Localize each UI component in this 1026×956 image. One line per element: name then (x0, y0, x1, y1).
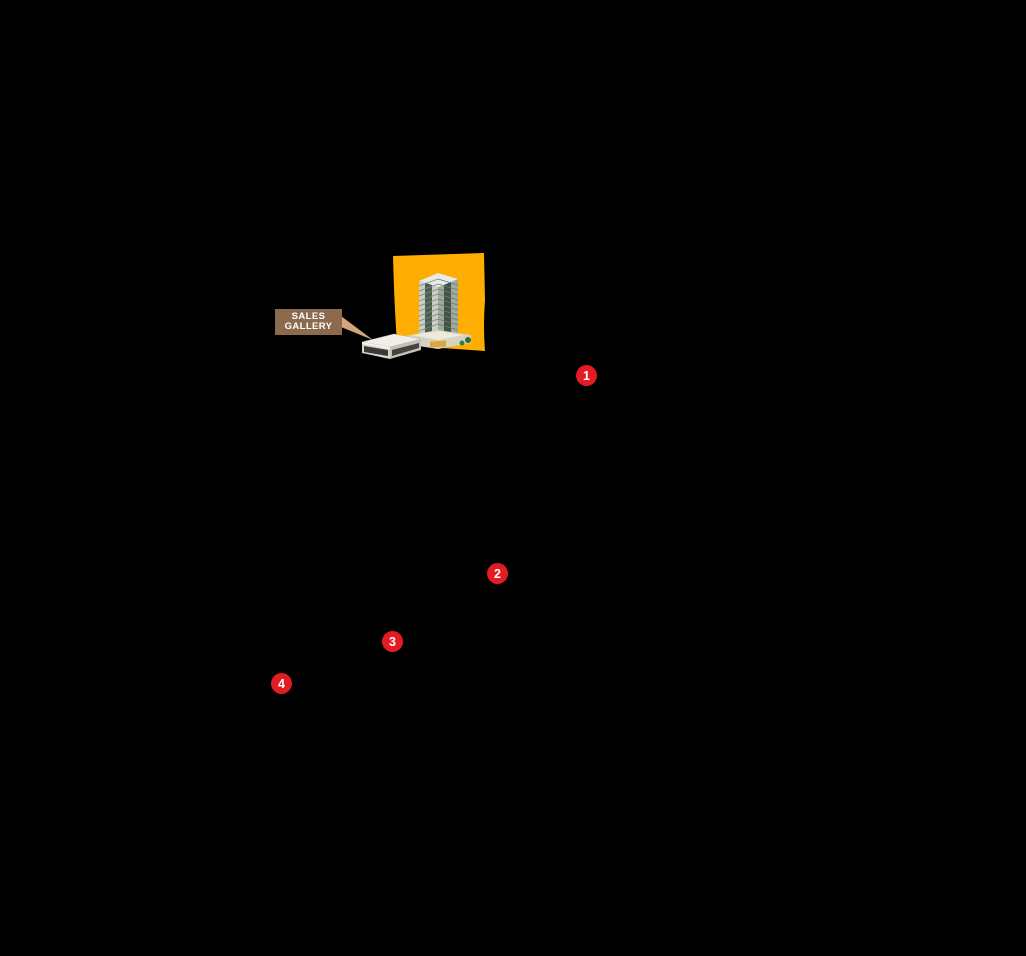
map-marker-3[interactable]: 3 (382, 631, 403, 652)
map-marker-4[interactable]: 4 (271, 673, 292, 694)
map-marker-1[interactable]: 1 (576, 365, 597, 386)
sales-gallery-building-illustration (361, 333, 422, 359)
marker-number: 3 (389, 634, 396, 649)
map-marker-2[interactable]: 2 (487, 563, 508, 584)
marker-number: 4 (278, 676, 285, 691)
sales-gallery-label-line1: SALES (291, 310, 326, 322)
sales-gallery-label-line2: GALLERY (284, 321, 333, 332)
marker-number: 2 (494, 566, 501, 581)
label-pointer (341, 316, 373, 340)
tower-building-illustration (405, 273, 471, 349)
marker-number: 1 (583, 368, 590, 383)
sales-gallery-label: SALES GALLERY (275, 309, 342, 335)
